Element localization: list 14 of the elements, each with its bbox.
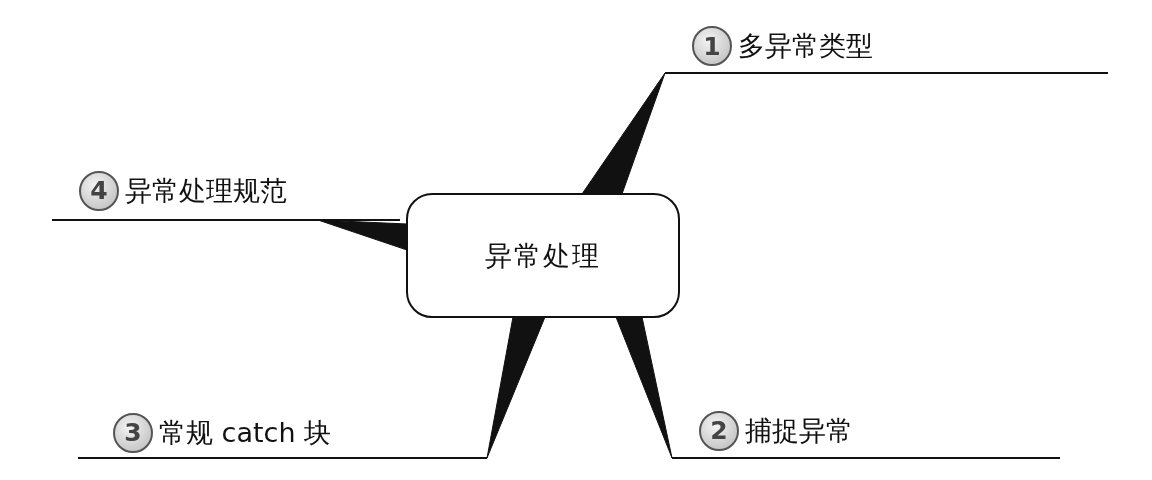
tapered-branch	[581, 72, 666, 195]
branch-label: 异常处理规范	[125, 173, 287, 208]
tapered-branch	[317, 219, 408, 251]
tapered-branch	[486, 316, 546, 459]
topic-label: 异常处理	[485, 238, 601, 273]
topic-box	[406, 193, 680, 318]
tapered-branch	[615, 316, 673, 459]
step-number: 3	[113, 412, 153, 453]
step-number: 1	[692, 26, 732, 66]
step-number: 2	[699, 410, 739, 451]
step-number: 4	[79, 170, 119, 211]
branch-label: 多异常类型	[738, 29, 873, 63]
branch-label: 常规 catch 块	[159, 415, 332, 450]
branch-label: 捕捉异常	[745, 413, 853, 448]
